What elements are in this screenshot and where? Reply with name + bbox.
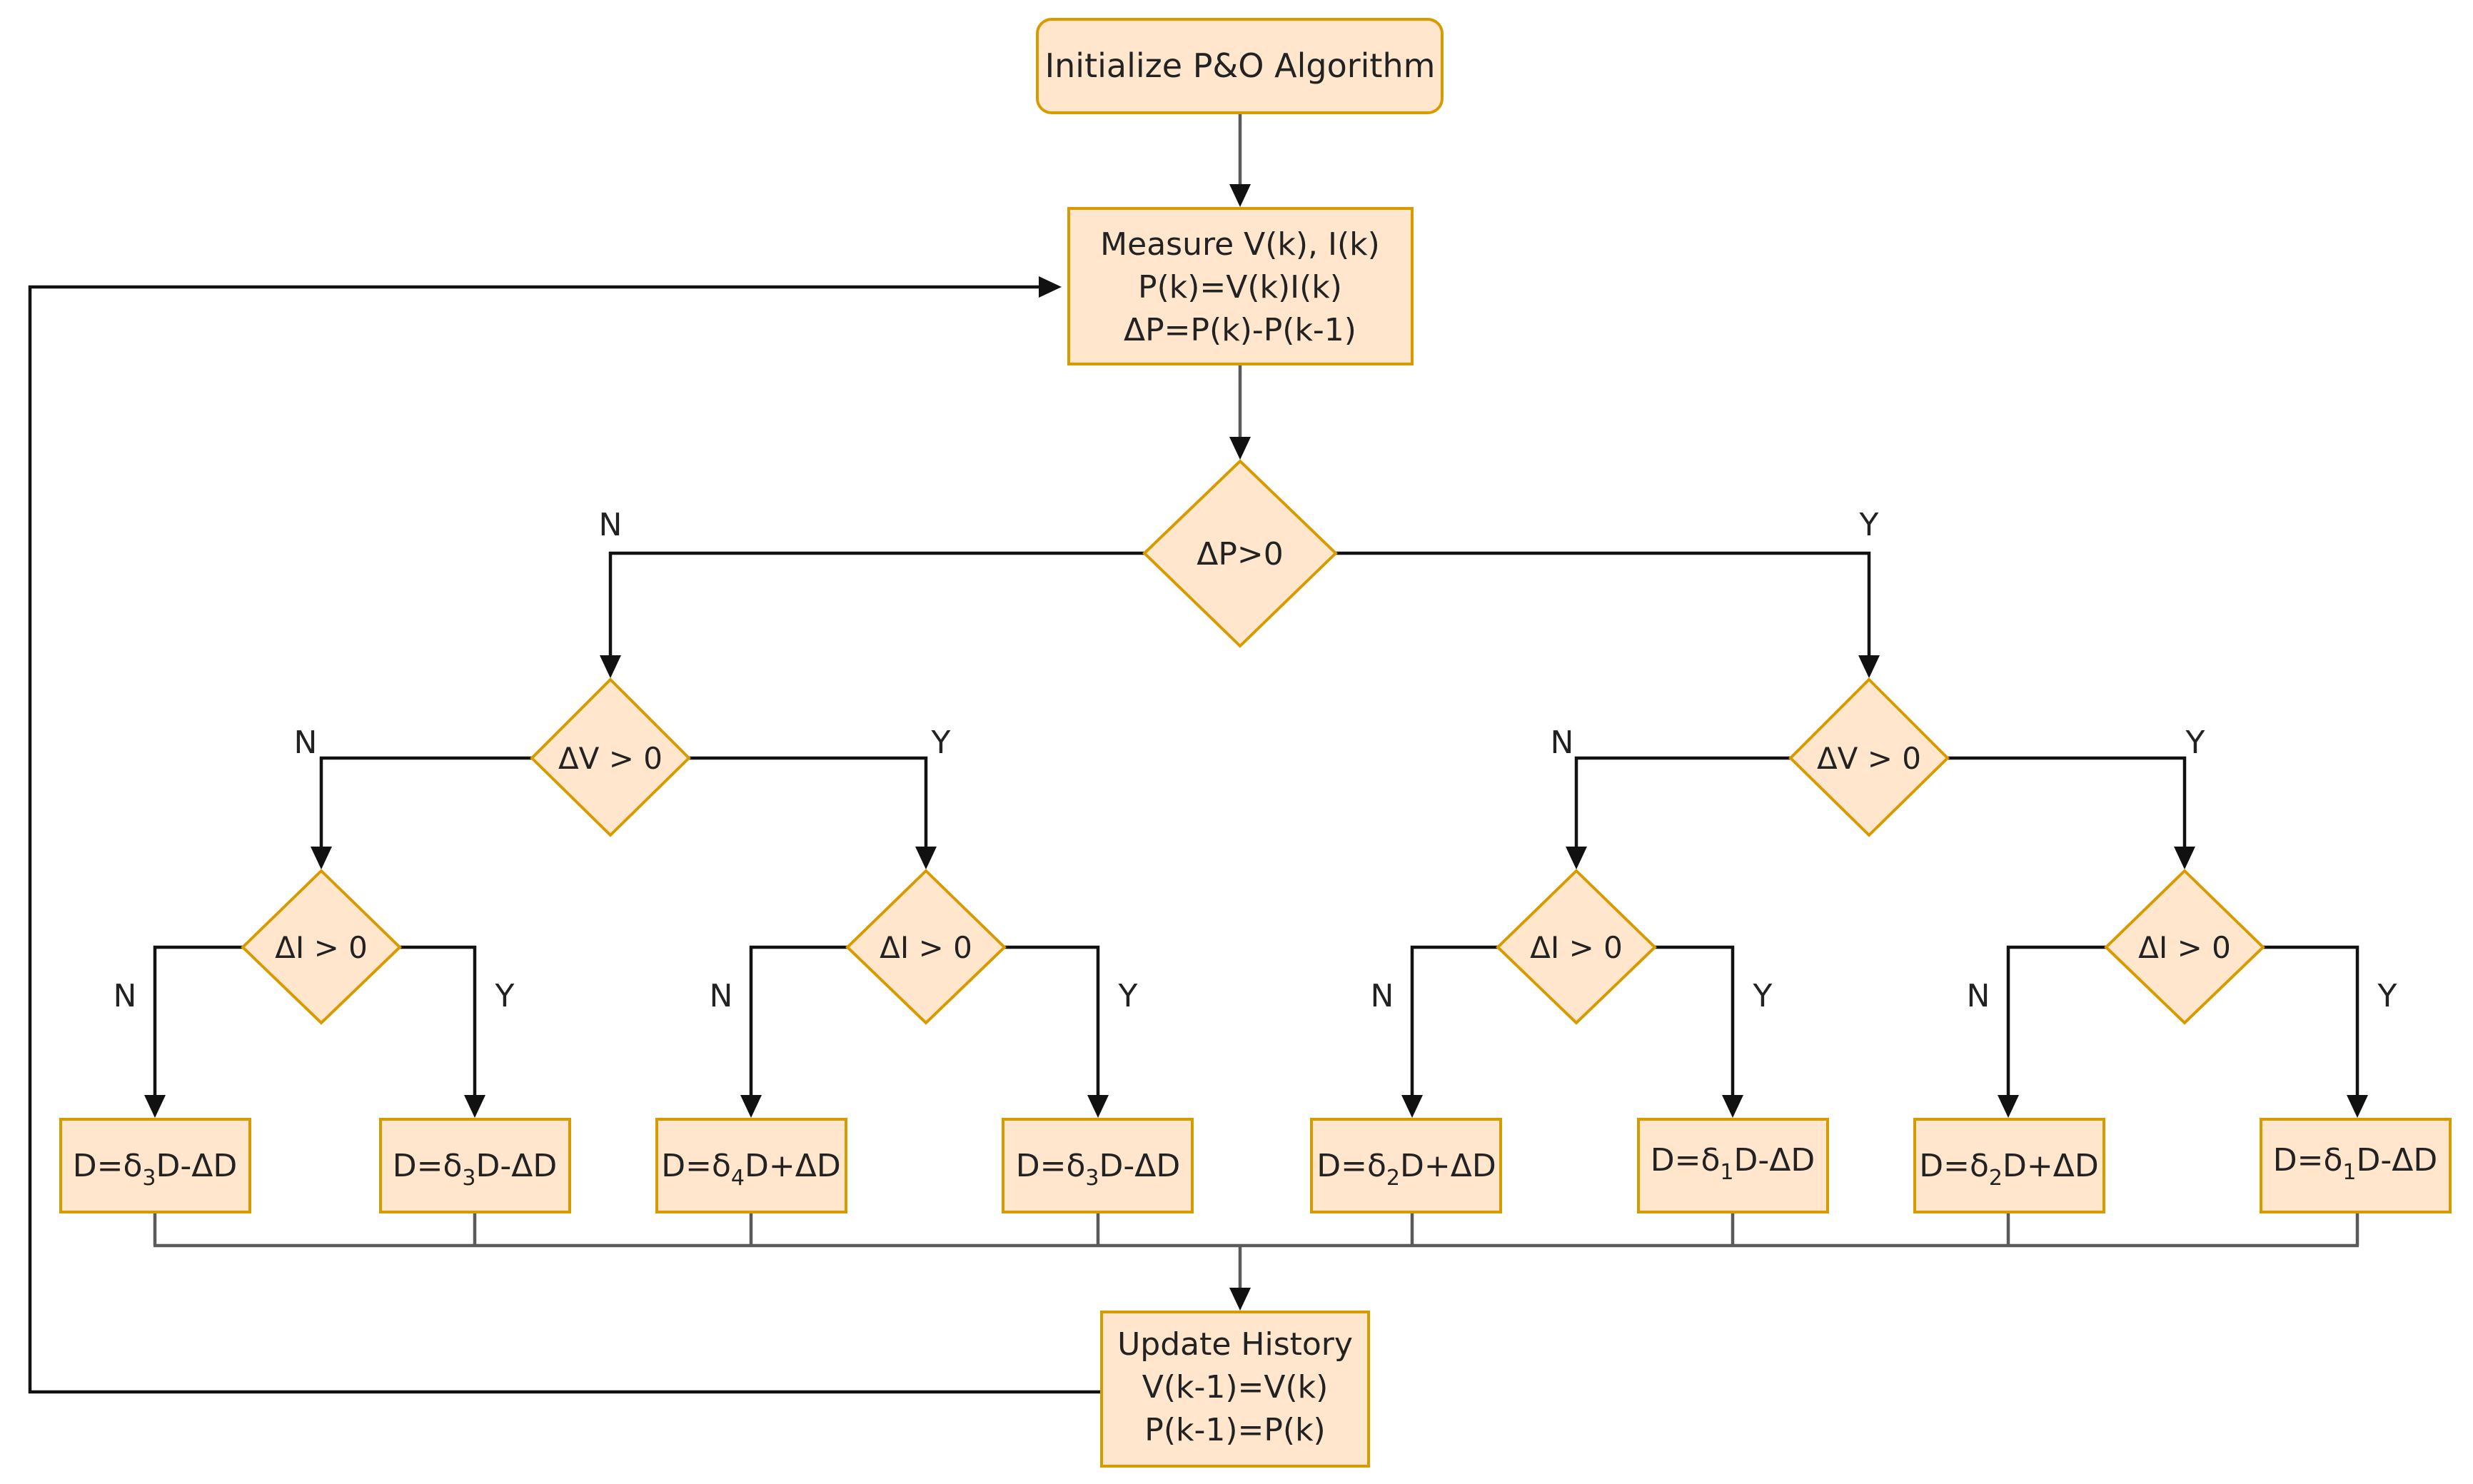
dv-left-decision[interactable]: ΔV > 0	[530, 677, 691, 837]
measure-node[interactable]: Measure V(k), I(k) P(k)=V(k)I(k) ΔP=P(k)…	[1067, 207, 1414, 365]
arrowhead-dp	[1229, 437, 1251, 460]
arrowhead-out8	[2347, 1095, 2368, 1118]
di-decision-4[interactable]: ΔI > 0	[2104, 869, 2265, 1025]
edge-di1-yes	[400, 945, 477, 1101]
arrowhead-dv-right	[1858, 655, 1880, 678]
label-di1-no: N	[114, 978, 137, 1014]
measure-line-1: Measure V(k), I(k)	[1100, 226, 1380, 263]
output-box-6[interactable]: D=δ1D-ΔD	[1637, 1118, 1829, 1213]
update-line-3: P(k-1)=P(k)	[1144, 1412, 1325, 1448]
output-box-5[interactable]: D=δ2D+ΔD	[1310, 1118, 1502, 1213]
di-decision-3[interactable]: ΔI > 0	[1496, 869, 1657, 1025]
update-line-2: V(k-1)=V(k)	[1142, 1369, 1329, 1405]
arrowhead-out6	[1722, 1095, 1743, 1118]
dp-decision[interactable]: ΔP>0	[1142, 459, 1338, 648]
label-di2-no: N	[710, 978, 733, 1014]
edge-dvl-no	[319, 756, 532, 855]
edge-di4-yes	[2263, 945, 2359, 1101]
arrowhead-di4	[2174, 847, 2195, 869]
edge-di3-yes	[1655, 945, 1735, 1101]
edge-dvl-yes	[689, 756, 928, 855]
edge-di2-yes	[1004, 945, 1100, 1101]
edge-di3-no	[1410, 945, 1498, 1101]
arrowhead-di2	[915, 847, 937, 869]
dp-decision-label: ΔP>0	[1197, 536, 1284, 572]
label-dvl-no: N	[294, 725, 318, 761]
output-box-7[interactable]: D=δ2D+ΔD	[1913, 1118, 2105, 1213]
label-di3-yes: Y	[1753, 978, 1773, 1014]
output-5-label: D=δ2D+ΔD	[1316, 1148, 1496, 1191]
output-8-label: D=δ1D-ΔD	[2273, 1142, 2438, 1185]
edge-di4-no	[2006, 945, 2106, 1101]
arrowhead-loop	[1039, 276, 1062, 298]
edge-dvr-yes	[1948, 756, 2187, 855]
label-dvl-yes: Y	[931, 725, 951, 761]
edge-dp-yes	[1336, 551, 1871, 664]
output-box-8[interactable]: D=δ1D-ΔD	[2260, 1118, 2452, 1213]
edge-labels: N Y N Y N Y N Y N Y N Y N Y	[114, 507, 2397, 1014]
edge-dp-no	[608, 551, 1144, 664]
dv-right-decision[interactable]: ΔV > 0	[1788, 677, 1950, 837]
label-di4-no: N	[1967, 978, 1990, 1014]
measure-line-2: P(k)=V(k)I(k)	[1138, 269, 1342, 306]
output-1-label: D=δ3D-ΔD	[73, 1148, 238, 1191]
di-3-label: ΔI > 0	[1530, 930, 1623, 965]
edge-di2-no	[749, 945, 847, 1101]
edge-dvr-no	[1574, 756, 1790, 855]
label-di4-yes: Y	[2377, 978, 2397, 1014]
label-di1-yes: Y	[495, 978, 515, 1014]
label-di3-no: N	[1371, 978, 1394, 1014]
edges	[28, 114, 2368, 1394]
arrowhead-out7	[1998, 1095, 2019, 1118]
arrowhead-out3	[740, 1095, 762, 1118]
update-line-1: Update History	[1117, 1326, 1353, 1363]
label-dvr-no: N	[1551, 725, 1574, 761]
arrowhead-di3	[1566, 847, 1587, 869]
edge-di1-no	[153, 945, 243, 1101]
di-2-label: ΔI > 0	[880, 930, 972, 965]
arrowhead-dv-left	[600, 655, 621, 678]
output-7-label: D=δ2D+ΔD	[1919, 1148, 2099, 1191]
label-dp-yes: Y	[1859, 507, 1879, 543]
measure-line-3: ΔP=P(k)-P(k-1)	[1124, 312, 1356, 348]
arrowhead-out2	[464, 1095, 485, 1118]
dv-right-label: ΔV > 0	[1817, 741, 1921, 776]
output-2-label: D=δ3D-ΔD	[393, 1148, 558, 1191]
merge-bus	[153, 1213, 2359, 1311]
update-node[interactable]: Update History V(k-1)=V(k) P(k-1)=P(k)	[1100, 1311, 1370, 1468]
label-di2-yes: Y	[1118, 978, 1138, 1014]
output-box-2[interactable]: D=δ3D-ΔD	[379, 1118, 571, 1213]
dv-left-label: ΔV > 0	[558, 741, 663, 776]
di-4-label: ΔI > 0	[2138, 930, 2231, 965]
start-node-label: Initialize P&O Algorithm	[1045, 46, 1436, 85]
arrowhead-measure	[1229, 184, 1251, 207]
output-box-3[interactable]: D=δ4D+ΔD	[655, 1118, 847, 1213]
di-decision-1[interactable]: ΔI > 0	[241, 869, 402, 1025]
arrowhead-update	[1229, 1288, 1251, 1311]
di-decision-2[interactable]: ΔI > 0	[845, 869, 1007, 1025]
arrowhead-out5	[1401, 1095, 1423, 1118]
output-box-1[interactable]: D=δ3D-ΔD	[59, 1118, 251, 1213]
start-node[interactable]: Initialize P&O Algorithm	[1036, 18, 1444, 114]
output-6-label: D=δ1D-ΔD	[1651, 1142, 1815, 1185]
output-4-label: D=δ3D-ΔD	[1016, 1148, 1181, 1191]
arrowhead-out4	[1087, 1095, 1109, 1118]
edge-loop-back	[28, 285, 1102, 1394]
di-1-label: ΔI > 0	[275, 930, 368, 965]
label-dp-no: N	[599, 507, 623, 543]
output-box-4[interactable]: D=δ3D-ΔD	[1002, 1118, 1194, 1213]
arrowhead-di1	[311, 847, 332, 869]
arrowhead-out1	[144, 1095, 166, 1118]
output-3-label: D=δ4D+ΔD	[661, 1148, 841, 1191]
label-dvr-yes: Y	[2185, 725, 2205, 761]
